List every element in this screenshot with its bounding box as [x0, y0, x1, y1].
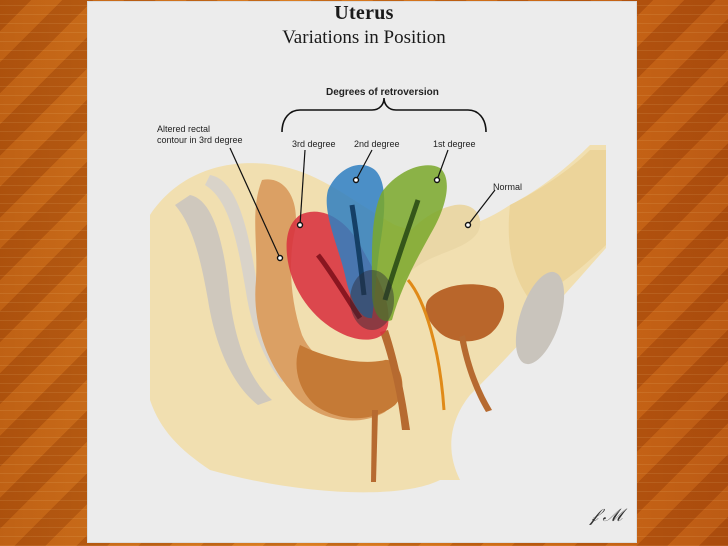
marker-normal [464, 221, 472, 229]
diagram-subtitle: Variations in Position [282, 27, 446, 48]
label-altered-line1: Altered rectal [157, 124, 211, 134]
degrees-heading: Degrees of retroversion [326, 87, 439, 98]
bladder [425, 284, 505, 342]
anal-canal [371, 410, 378, 482]
label-altered-line2: contour in 3rd degree [157, 135, 243, 145]
marker-2nd [352, 176, 360, 184]
marker-1st [433, 176, 441, 184]
cavity-1st-degree [382, 199, 421, 301]
label-1st-degree: 1st degree [433, 139, 476, 149]
cavity-3rd-degree [316, 253, 363, 320]
leader-normal [467, 189, 496, 226]
marker-3rd [296, 221, 304, 229]
leader-1st [436, 149, 449, 181]
marker-altered [276, 254, 284, 262]
label-2nd-degree: 2nd degree [354, 139, 400, 149]
leader-2nd [355, 149, 373, 181]
urethra [459, 335, 492, 412]
leader-altered [229, 147, 281, 259]
diagram-title: Uterus [334, 2, 394, 24]
cavity-2nd-degree [349, 204, 367, 296]
label-normal: Normal [493, 182, 523, 192]
vaginal-canal [380, 330, 410, 430]
ligament-line [406, 279, 446, 411]
leader-3rd [299, 149, 306, 226]
symphysis-region [508, 150, 606, 300]
rectum-lower [296, 345, 403, 419]
uterus-normal [395, 204, 481, 285]
artist-signature: 𝒻 ℳ [590, 505, 623, 525]
overlap-zone [350, 270, 394, 330]
label-3rd-degree: 3rd degree [292, 139, 336, 149]
pubic-bone [515, 271, 565, 365]
sacrum [175, 195, 272, 405]
spine-band [205, 175, 290, 382]
degrees-bracket [281, 97, 487, 133]
